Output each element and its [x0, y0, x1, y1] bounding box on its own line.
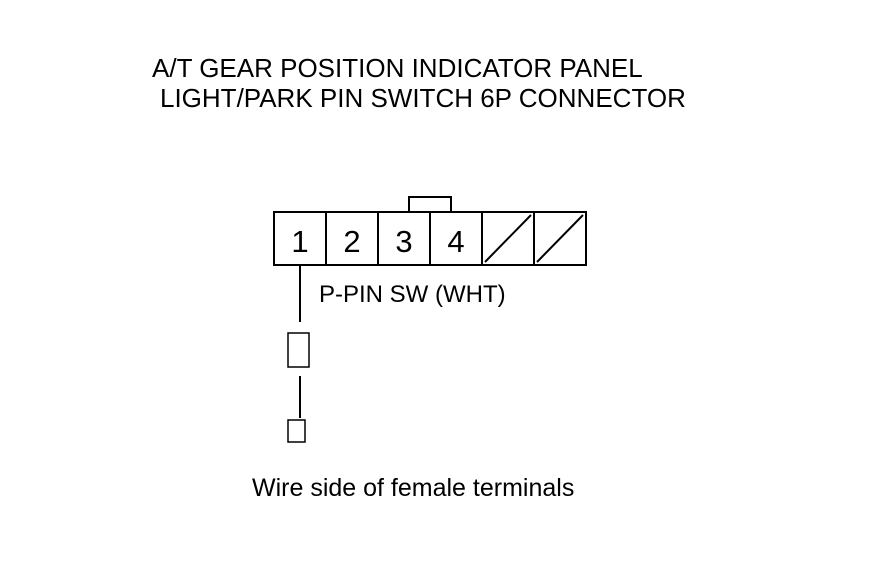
diagram-title-line-2: LIGHT/PARK PIN SWITCH 6P CONNECTOR: [160, 83, 686, 113]
unused-cavity-slash: [484, 214, 532, 263]
pin-number-4: 4: [447, 224, 464, 259]
unused-cavity-slash: [536, 214, 584, 263]
diagram-caption: Wire side of female terminals: [252, 474, 575, 502]
diagram-title-line-1: A/T GEAR POSITION INDICATOR PANEL: [152, 53, 643, 83]
wire-label: P-PIN SW (WHT): [319, 281, 506, 308]
wire-terminal-large: [287, 332, 310, 368]
connector-lock-tab: [408, 196, 452, 212]
pin-number-2: 2: [343, 224, 360, 259]
pin-number-1: 1: [291, 224, 308, 259]
pin-number-3: 3: [395, 224, 412, 259]
wire-terminal-small: [287, 419, 306, 443]
